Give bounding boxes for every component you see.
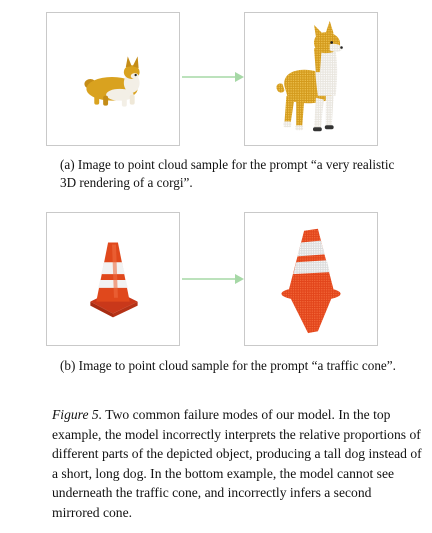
cone-point-cloud xyxy=(281,228,341,334)
subcaption-b: (b) Image to point cloud sample for the … xyxy=(60,358,396,373)
cone-input-panel xyxy=(46,212,180,346)
cone-output-panel xyxy=(244,212,378,346)
traffic-cone-image xyxy=(90,242,138,318)
dog-point-cloud xyxy=(276,20,343,132)
right-arrow-icon-2 xyxy=(182,274,244,284)
figure-caption: Figure 5. Two common failure modes of ou… xyxy=(52,405,422,522)
corgi-input-panel xyxy=(46,12,180,146)
corgi-image xyxy=(84,56,140,107)
dog-output-panel xyxy=(244,12,378,146)
figure-label: Figure 5. xyxy=(52,407,103,422)
figure-caption-text: Two common failure modes of our model. I… xyxy=(52,407,422,520)
right-arrow-icon xyxy=(182,72,244,82)
subcaption-a: (a) Image to point cloud sample for the … xyxy=(60,157,395,190)
